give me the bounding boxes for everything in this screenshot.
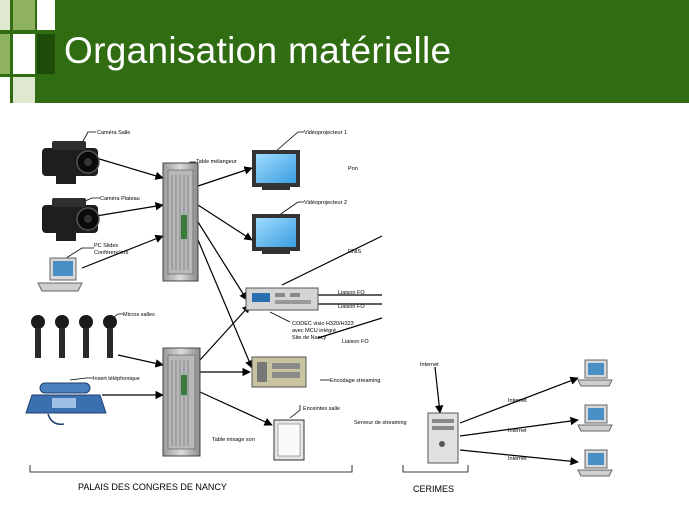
client-pc-1-icon: [577, 359, 613, 387]
label-codec-line3: Site de Nancy: [292, 335, 326, 341]
label-serveur-streaming: Serveur de streaming: [354, 420, 407, 426]
label-codec-line1: CODEC visio H320/H323: [292, 321, 354, 327]
decor-square: [13, 34, 35, 74]
label-codec-line2: avec MCU intégré: [292, 328, 336, 334]
camera-plateau-icon: [42, 198, 100, 241]
microphones-icon: [31, 315, 117, 358]
label-internet-1: Internet: [508, 398, 527, 404]
label-internet-3: Internet: [508, 456, 527, 462]
label-micros-salles: Micros salles: [123, 312, 155, 318]
label-table-mixage-son: Table mixage son: [212, 437, 255, 443]
label-internet-2: Internet: [508, 428, 527, 434]
telephone-icon: [25, 382, 107, 426]
audio-mixer-rack: [162, 347, 201, 457]
decor-square: [13, 77, 35, 103]
label-table-melangeur: Table mélangeur: [196, 159, 237, 165]
decor-square: [0, 77, 10, 103]
label-pc-slides-line1: PC Slides: [94, 243, 118, 249]
label-pon: Pon: [348, 166, 358, 172]
label-palais-des-congres: PALAIS DES CONGRES DE NANCY: [78, 482, 227, 492]
projector-1-screen: [252, 150, 300, 190]
client-pc-3-icon: [577, 449, 613, 477]
streaming-server: [427, 412, 459, 464]
camera-salle-icon: [42, 141, 100, 184]
client-pc-2-icon: [577, 404, 613, 432]
label-rnis: RNIS: [348, 249, 361, 255]
label-videoprojecteur-2: Vidéoprojecteur 2: [304, 200, 347, 206]
label-camera-plateau: Caméra Plateau: [100, 196, 140, 202]
slide-header: Organisation matérielle: [0, 0, 689, 103]
decor-square: [37, 0, 55, 30]
decor-square: [0, 0, 10, 30]
decor-square: [37, 34, 55, 74]
label-internet-top: Internet: [420, 362, 439, 368]
video-mixer-rack: [162, 162, 199, 282]
codec-device: [245, 287, 319, 311]
label-liaison-fo-3: Liaison FO: [342, 339, 369, 345]
connection-lines: [81, 157, 579, 466]
label-cerimes: CERIMES: [413, 484, 454, 494]
label-encodage-streaming: Encodage streaming: [330, 378, 380, 384]
page-title: Organisation matérielle: [64, 30, 452, 71]
label-liaison-fo-2: Liaison FO: [338, 304, 365, 310]
decor-square: [0, 34, 10, 74]
label-liaison-fo-1: Liaison FO: [338, 290, 365, 296]
group-brackets: [29, 465, 469, 473]
label-insert-telephonique: Insert téléphonique: [93, 376, 140, 382]
projector-2-screen: [252, 214, 300, 254]
label-pc-slides-line2: Conférenciers: [94, 250, 128, 256]
decor-square: [13, 0, 35, 30]
hardware-diagram: Caméra Salle Caméra Plateau PC Slides Co…: [25, 130, 613, 494]
label-camera-salle: Caméra Salle: [97, 130, 130, 136]
encoder-device: [251, 356, 307, 388]
pc-slides-icon: [37, 257, 83, 292]
label-videoprojecteur-1: Vidéoprojecteur 1: [304, 130, 347, 136]
label-enceintes-salle: Enceintes salle: [303, 406, 340, 412]
speaker-device: [273, 419, 305, 461]
